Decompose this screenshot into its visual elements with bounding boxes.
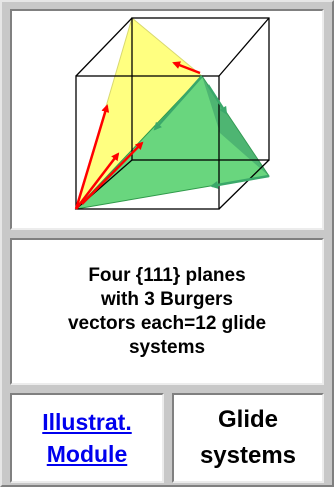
glide-systems-cell: Glide systems [172, 393, 324, 483]
figure-cell [10, 9, 324, 230]
slip-system-diagram [74, 17, 270, 210]
glide-systems-label: Glide systems [199, 406, 297, 469]
caption-cell: Four {111} planes with 3 Burgers vectors… [10, 238, 324, 385]
red-burgers-vectors [74, 61, 201, 210]
caption-text: Four {111} planes with 3 Burgers vectors… [67, 264, 267, 358]
green-burgers-vectors [153, 75, 270, 189]
illustration-module-link[interactable]: Illustrat. Module [42, 409, 132, 467]
illustration-module-cell: Illustrat. Module [10, 393, 164, 483]
